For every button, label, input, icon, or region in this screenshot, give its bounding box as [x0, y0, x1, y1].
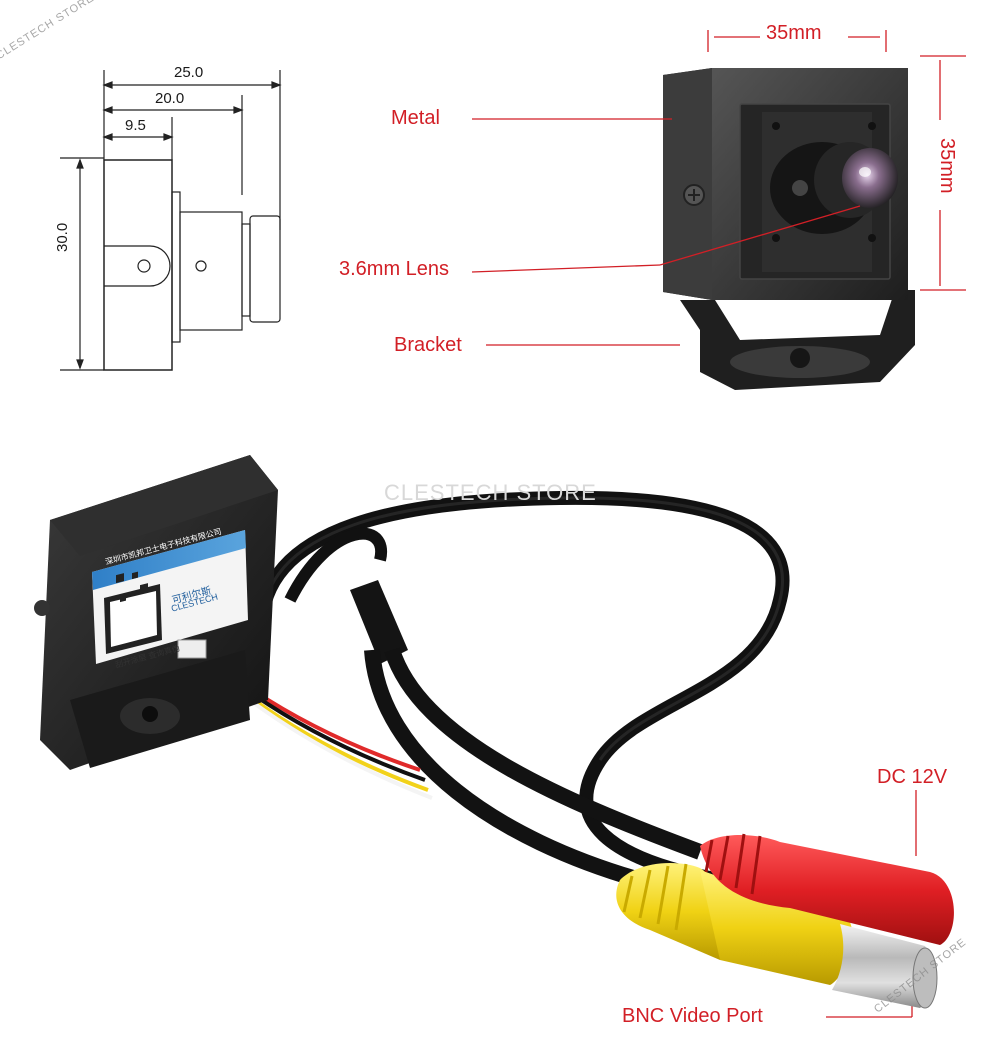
dc-12v-label: DC 12V — [877, 766, 948, 788]
lens-label: 3.6mm Lens — [339, 258, 450, 280]
dim-9-5-label: 9.5 — [125, 117, 146, 134]
height-label: 35mm — [936, 138, 958, 194]
dim-20-label: 20.0 — [155, 90, 185, 107]
bracket-label: Bracket — [394, 334, 462, 356]
annotation-lines — [471, 30, 966, 1018]
dim-25-label: 25.0 — [174, 64, 204, 81]
dim-30-label: 30.0 — [54, 222, 71, 252]
camera-cable-photo — [34, 455, 954, 1009]
camera-front-photo — [663, 68, 915, 390]
bnc-video-port-label: BNC Video Port — [622, 1005, 763, 1027]
watermark-center: CLESTECH STORE — [384, 480, 597, 505]
qr-code — [104, 571, 162, 654]
technical-drawing — [60, 70, 282, 371]
width-label: 35mm — [766, 22, 822, 44]
metal-label: Metal — [391, 107, 440, 129]
